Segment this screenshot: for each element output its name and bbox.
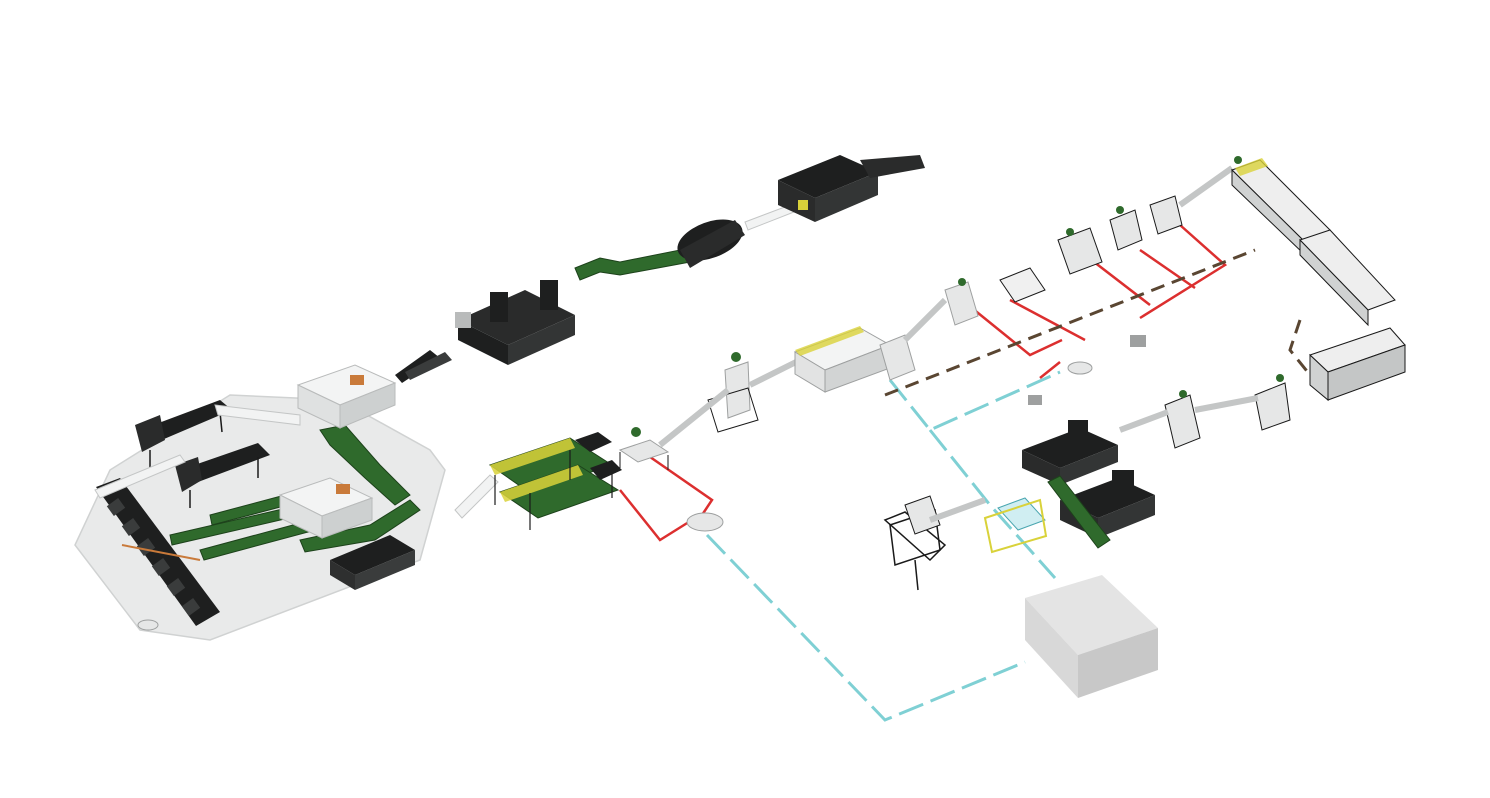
sorting-table-lower [175, 443, 270, 508]
green-conveyors [169, 424, 421, 561]
center-tower-dryer [658, 352, 802, 448]
hydrocyclone-center [618, 427, 670, 470]
brown-dashed-pipes [884, 248, 1312, 397]
baler-lower-left [330, 535, 415, 590]
dewatering-machines-right [879, 156, 1242, 381]
rinse-tank-chain [1231, 158, 1406, 402]
green-belt-right [1047, 475, 1111, 549]
optical-sorter-upper [296, 364, 397, 429]
storage-block [1025, 575, 1158, 698]
feed-conveyor-upper [395, 350, 452, 383]
drum-screen-conveyor [96, 478, 220, 626]
silo-lower-left [883, 495, 987, 591]
green-incline-conveyor [574, 249, 691, 281]
sorting-table-upper [135, 400, 232, 470]
shredder-drum [677, 219, 745, 268]
trommel-machine [455, 280, 575, 365]
platform-belt-conveyors [94, 404, 301, 499]
pelletizer-dark-upper [1022, 420, 1118, 485]
water-treatment-tank [983, 497, 1048, 554]
center-feed-conveyor [454, 474, 499, 519]
pumps [137, 335, 1146, 631]
right-dewatering-tower [1118, 374, 1291, 449]
sump-tank-center [686, 512, 724, 532]
bale-breaker [778, 155, 925, 222]
sink-float-tank-right [793, 326, 892, 393]
optical-sorter-lower [278, 477, 374, 539]
cyan-water-pipes [705, 370, 1061, 722]
friction-washer-group [488, 432, 622, 530]
